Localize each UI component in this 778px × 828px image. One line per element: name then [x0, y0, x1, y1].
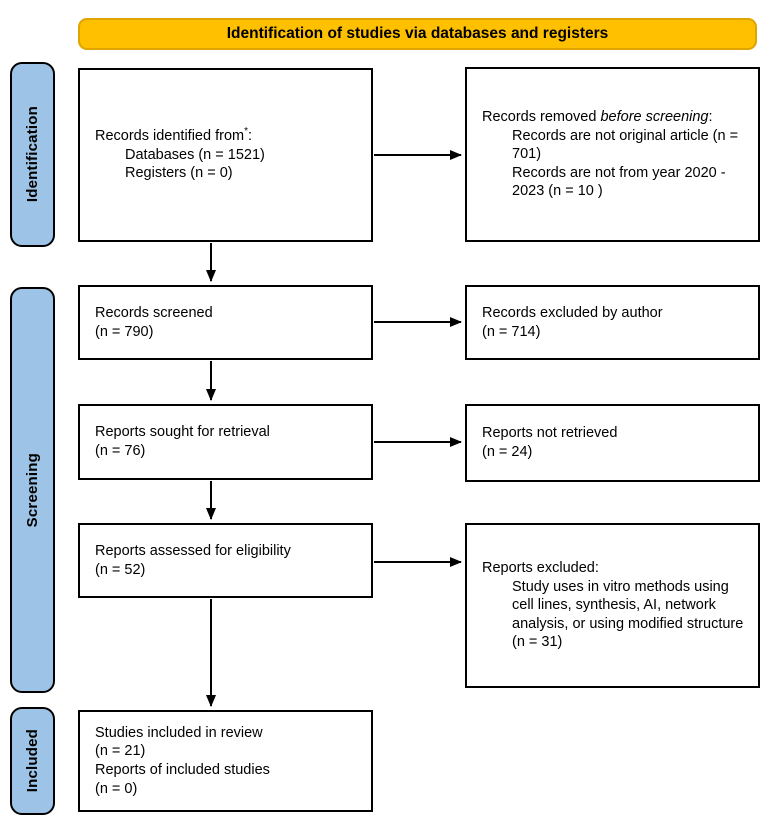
reports-sought-line: Reports sought for retrieval [95, 424, 270, 441]
reports-excluded-intro-colon: : [594, 560, 599, 577]
stage-included-label: Included [24, 729, 41, 793]
stage-screening: Screening [10, 287, 55, 693]
records-removed-item-not-original: Records are not original article (n = 70… [512, 127, 739, 163]
reports-sought-count: (n = 76) [95, 443, 146, 459]
reports-of-included-count: (n = 0) [95, 780, 138, 797]
records-removed-box: Records removed before screening: Record… [465, 67, 760, 242]
stage-screening-label: Screening [24, 452, 41, 528]
reports-excluded-box: Reports excluded: Study uses in vitro me… [465, 523, 760, 688]
reports-not-retrieved-line: Reports not retrieved [482, 425, 618, 442]
records-excluded-box: Records excluded by author (n = 714) [465, 285, 760, 360]
records-screened-line: Records screened [95, 304, 213, 321]
diagram-title-banner: Identification of studies via databases … [78, 18, 757, 50]
records-identified-intro-colon: : [248, 128, 253, 145]
records-screened-count: (n = 790) [95, 323, 154, 340]
reports-excluded-intro-text: Reports excluded [482, 560, 595, 577]
reports-of-included-line: Reports of included studies [95, 762, 270, 778]
reports-not-retrieved-count: (n = 24) [482, 444, 533, 460]
reports-sought-box: Reports sought for retrieval (n = 76) [78, 404, 373, 480]
footnote-asterisk: * [244, 126, 248, 138]
records-identified-intro: Records identified from*: [95, 127, 265, 146]
stage-identification: Identification [10, 62, 55, 247]
stage-included: Included [10, 707, 55, 815]
stage-identification-label: Identification [24, 106, 41, 203]
records-identified-item-registers: Registers (n = 0) [125, 165, 233, 182]
diagram-title: Identification of studies via databases … [226, 25, 609, 42]
records-identified-item-databases: Databases (n = 1521) [125, 146, 265, 163]
reports-not-retrieved-box: Reports not retrieved (n = 24) [465, 404, 760, 482]
records-removed-item-not-year: Records are not from year 2020 - 2023 (n… [512, 164, 726, 200]
studies-included-count: (n = 21) [95, 743, 146, 760]
records-removed-intro-colon: : [708, 109, 713, 126]
reports-excluded-item-reason: Study uses in vitro methods using cell l… [512, 578, 744, 651]
records-identified-box: Records identified from*: Databases (n =… [78, 68, 373, 242]
records-removed-intro: Records removed before screening: [482, 108, 746, 127]
reports-assessed-box: Reports assessed for eligibility (n = 52… [78, 523, 373, 598]
reports-assessed-count: (n = 52) [95, 561, 146, 578]
records-excluded-count: (n = 714) [482, 323, 541, 340]
records-removed-intro-text: Records removed [482, 109, 601, 126]
records-identified-intro-text: Records identified from [95, 128, 245, 145]
studies-included-line: Studies included in review [95, 724, 263, 741]
records-removed-intro-italic: before screening [600, 109, 709, 126]
reports-assessed-line: Reports assessed for eligibility [95, 542, 291, 559]
records-screened-box: Records screened (n = 790) [78, 285, 373, 360]
studies-included-box: Studies included in review (n = 21) Repo… [78, 710, 373, 812]
records-excluded-line: Records excluded by author [482, 304, 663, 321]
reports-excluded-intro: Reports excluded: [482, 559, 746, 578]
